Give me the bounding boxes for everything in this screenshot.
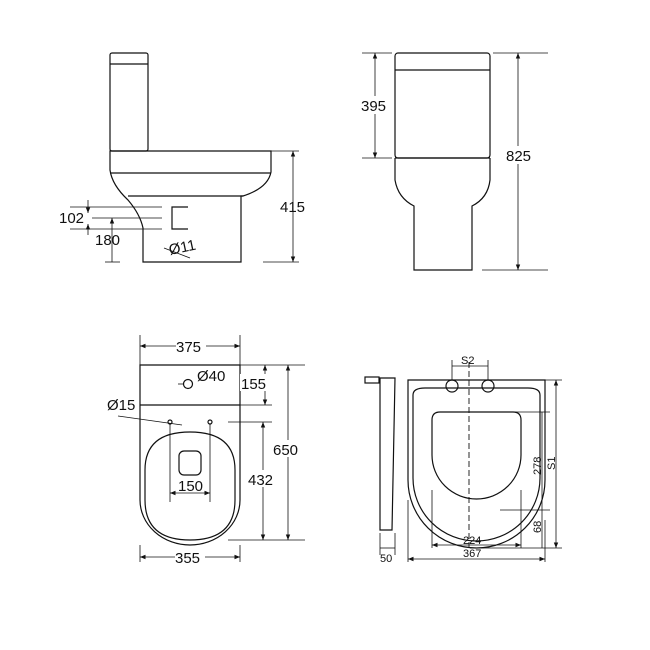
dim-415: 415 [280,199,305,216]
hinge-side [364,376,380,384]
hinge-left [445,379,459,393]
dim-s1: S1 [546,457,558,470]
bowl-side [109,150,272,263]
dim-150: 150 [178,478,203,495]
dim-278: 278 [532,457,544,475]
dim-bolt-dia: Ø11 [167,237,197,259]
dim-650: 650 [273,442,298,459]
cistern-side [109,52,149,152]
dim-355: 355 [175,550,200,567]
dim-fixing-dia: Ø15 [107,397,135,414]
seat-view: 50 S2 224 367 278 68 S1 [364,355,562,565]
seat-outline [407,379,546,549]
waste-hole [182,378,194,390]
dim-367: 367 [463,548,481,560]
dim-68: 68 [532,521,544,533]
hinge-right [481,379,495,393]
dim-102: 102 [59,210,84,227]
seat-ring [412,387,541,542]
plan-outline [139,364,241,546]
cistern-front [394,52,491,159]
bowl-front [394,158,491,271]
dim-825: 825 [506,148,531,165]
outlet [178,450,202,476]
dim-155: 155 [241,376,266,393]
dim-432: 432 [248,472,273,489]
seat-side-profile [379,377,396,531]
dim-50: 50 [380,553,392,565]
seat-opening [431,411,522,500]
inlet-bracket [171,206,188,230]
dim-224: 224 [463,535,481,547]
dim-180: 180 [95,232,120,249]
front-view: 395 825 [360,52,548,271]
dim-s2: S2 [461,355,474,367]
plan-view: 375 Ø40 155 Ø15 650 432 150 355 [107,335,305,567]
dim-375: 375 [176,339,201,356]
dim-waste-dia: Ø40 [197,368,225,385]
dim-395: 395 [361,98,386,115]
side-view: 102 180 Ø11 415 [59,52,305,263]
